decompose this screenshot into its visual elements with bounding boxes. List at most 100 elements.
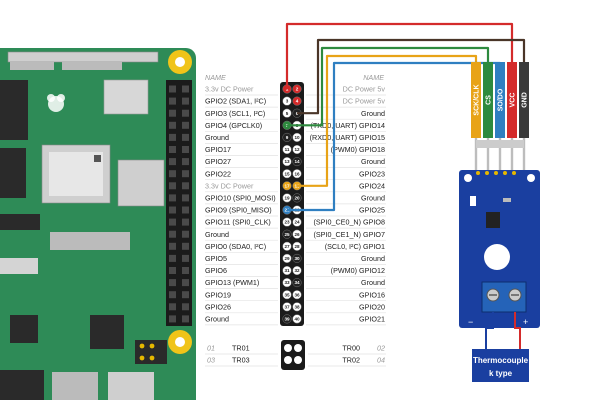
chip-bottom-2 — [90, 315, 124, 349]
pin-left-label: GPIO5 — [205, 254, 227, 263]
module-pin-connector — [495, 62, 505, 138]
svg-text:4: 4 — [296, 99, 299, 104]
pin-left-label: 3.3v DC Power — [205, 181, 254, 190]
pin-left-label: GPIO4 (GPCLK0) — [205, 121, 262, 130]
svg-text:14: 14 — [294, 159, 300, 164]
extra-pin-label: TR01 — [232, 344, 250, 353]
ribbon-connector — [7, 51, 159, 63]
svg-text:38: 38 — [294, 304, 300, 309]
pin-right-label: Ground — [361, 109, 385, 118]
svg-text:2: 2 — [296, 87, 299, 92]
pin-right-label: (PWM0) GPIO18 — [331, 145, 385, 154]
pin-left-label: GPIO0 (SDA0, I²C) — [205, 242, 266, 251]
wire-cs — [287, 46, 490, 127]
svg-text:28: 28 — [294, 244, 300, 249]
extra-pin-number: 04 — [377, 356, 385, 365]
svg-text:16: 16 — [294, 171, 300, 176]
svg-text:40: 40 — [294, 317, 300, 322]
name-header-left: NAME — [205, 73, 226, 82]
raspberry-pi-board — [0, 48, 196, 400]
strip-grey — [50, 232, 130, 250]
module-pin-label: VCC — [510, 93, 517, 108]
svg-text:3: 3 — [286, 99, 289, 104]
svg-text:11: 11 — [285, 147, 290, 152]
module-pin-label: CS — [486, 95, 493, 105]
svg-text:30: 30 — [294, 256, 300, 261]
module-pin-connector — [519, 62, 529, 138]
pin-right-label: (PWM0) GPIO12 — [331, 266, 385, 275]
wire-sck — [297, 54, 478, 187]
pin-right-label: GPIO23 — [359, 169, 385, 178]
usb-port-2 — [108, 372, 154, 400]
pin-left-label: GPIO27 — [205, 157, 231, 166]
pin-left-label: GPIO10 (SPI0_MOSI) — [205, 194, 276, 203]
header-pin-pair: 9 10 — [282, 132, 302, 142]
svg-text:9: 9 — [286, 135, 289, 140]
module-pin-label: GND — [522, 92, 529, 108]
module-pin-connector — [483, 62, 493, 138]
module-pin-connector — [507, 62, 517, 138]
chip-bottom-3 — [0, 370, 44, 400]
pin-right-label: (SCL0, I²C) GPIO1 — [325, 242, 385, 251]
svg-text:35: 35 — [284, 292, 290, 297]
pin-left-label: Ground — [205, 315, 229, 324]
board-gpio-header — [166, 80, 192, 326]
header-pin-pair: 11 12 — [282, 144, 302, 155]
svg-text:15: 15 — [284, 171, 290, 176]
svg-text:32: 32 — [294, 268, 300, 273]
connector-strip — [10, 62, 54, 70]
extra-pin-number: 01 — [207, 344, 215, 353]
svg-text:12: 12 — [294, 147, 300, 152]
pin-left-label: 3.3v DC Power — [205, 85, 254, 94]
raspberry-logo-icon — [47, 94, 65, 112]
pin-left-label: GPIO2 (SDA1, I²C) — [205, 97, 266, 106]
svg-text:37: 37 — [284, 304, 290, 309]
pin-right-label: Ground — [361, 157, 385, 166]
header-pin-pair: 39 40 — [282, 314, 302, 324]
svg-text:31: 31 — [284, 268, 290, 273]
pin-right-label: GPIO21 — [359, 315, 385, 324]
chip-silver — [103, 79, 149, 115]
pin-right-label: GPIO20 — [359, 302, 385, 311]
chip-grey — [117, 159, 165, 207]
svg-text:39: 39 — [284, 317, 290, 322]
connector-strip-2 — [62, 62, 122, 70]
chip-bottom-1 — [10, 315, 38, 343]
extra-pin-label: TR03 — [232, 356, 250, 365]
pin-right-label: (TXD0, UART) GPIO14 — [310, 121, 385, 130]
svg-text:17: 17 — [284, 183, 290, 188]
pin-right-label: DC Power 5v — [343, 97, 386, 106]
thermocouple: Thermocouple k type — [472, 312, 529, 382]
header-pin-pair: 37 38 — [282, 302, 302, 312]
svg-text:10: 10 — [294, 135, 300, 140]
extra-pin-label: TR00 — [342, 344, 360, 353]
svg-text:19: 19 — [284, 196, 290, 201]
extra-pin-number: 03 — [207, 356, 215, 365]
pin-left-label: Ground — [205, 230, 229, 239]
pin-left-label: GPIO11 (SPI0_CLK) — [205, 218, 271, 227]
module-pin-label: SCK/CLK — [474, 84, 481, 115]
pin-left-label: GPIO17 — [205, 145, 231, 154]
thermocouple-label-line2: k type — [489, 369, 513, 378]
svg-text:23: 23 — [284, 220, 290, 225]
thermocouple-label-line1: Thermocouple — [473, 356, 529, 365]
pin-right-label: Ground — [361, 278, 385, 287]
svg-text:25: 25 — [284, 232, 290, 237]
pin-right-label: GPIO16 — [359, 290, 385, 299]
thermocouple-label-box — [472, 349, 529, 382]
name-header-right: NAME — [363, 73, 384, 82]
pin-right-label: GPIO25 — [359, 206, 385, 215]
svg-text:34: 34 — [294, 280, 300, 285]
